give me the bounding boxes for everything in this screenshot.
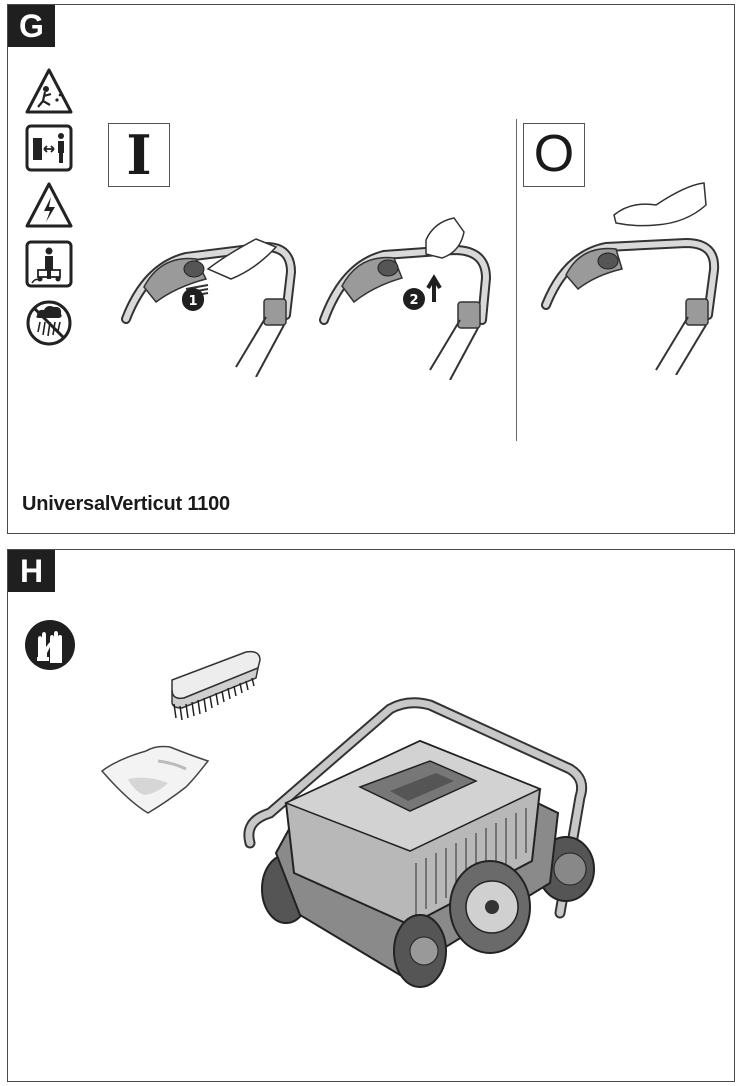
handle-step-2-illustration [314, 210, 504, 380]
step-1-number: 1 [188, 294, 197, 309]
handle-step-1-illustration [116, 227, 306, 377]
panel-g: G [7, 4, 735, 534]
product-title: UniversalVerticut 1100 [22, 493, 230, 515]
caution-thrown-objects-icon [24, 67, 74, 117]
handle-released-illustration [536, 175, 731, 375]
divider-line [516, 119, 517, 441]
lawn-scarifier-icon [240, 693, 600, 998]
brush-icon [164, 642, 264, 724]
step-2-badge: 2 [403, 288, 425, 310]
step-1-badge: 1 [182, 289, 204, 311]
switch-off-symbol: O [523, 123, 585, 187]
panel-h: H [7, 549, 735, 1082]
switch-on-symbol: I [108, 123, 170, 187]
cloth-icon [98, 739, 213, 819]
electric-shock-icon [24, 181, 74, 231]
keep-distance-icon [24, 123, 74, 173]
panel-h-letter: H [8, 550, 55, 592]
no-rain-icon [24, 298, 74, 348]
bystanders-icon [24, 239, 74, 289]
panel-g-letter: G [8, 5, 55, 47]
step-2-number: 2 [409, 293, 418, 308]
wear-gloves-icon [24, 619, 76, 671]
